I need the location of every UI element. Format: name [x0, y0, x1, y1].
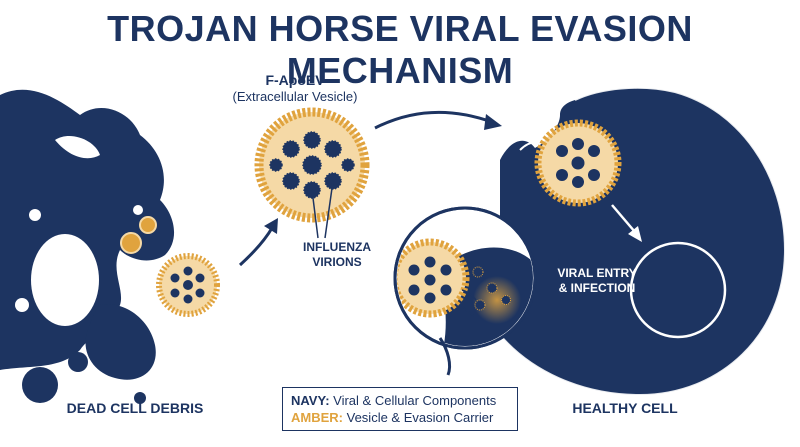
zoom-inset	[393, 206, 537, 376]
debris-vesicles	[120, 216, 157, 254]
engulfed-vesicle	[519, 119, 622, 207]
legend-navy-text: Viral & Cellular Components	[333, 393, 497, 408]
viral-entry-label-line-2: & INFECTION	[558, 281, 636, 295]
legend-amber-text: Vesicle & Evasion Carrier	[346, 410, 494, 425]
arrow-ev-to-cell	[374, 110, 502, 130]
healthy-cell-label: HEALTHY CELL	[572, 400, 678, 416]
page-title: TROJAN HORSE VIRAL EVASION MECHANISM	[107, 8, 693, 91]
arrow-debris-to-ev	[238, 218, 278, 267]
viral-entry-label-line-1: VIRAL ENTRY	[557, 266, 637, 280]
debris-holes	[15, 135, 143, 326]
legend-amber-key: AMBER:	[291, 410, 343, 425]
color-legend: NAVY: Viral & Cellular Components AMBER:…	[282, 387, 518, 431]
virions-label: INFLUENZA VIRIONS	[282, 240, 392, 270]
virions-label-line-2: VIRIONS	[312, 255, 362, 269]
vesicle-name-label: F-ApoEV	[265, 72, 325, 88]
legend-navy-key: NAVY:	[291, 393, 330, 408]
small-ev-vesicle	[156, 253, 220, 317]
cell-nucleus	[629, 241, 727, 339]
vesicle-description-label: (Extracellular Vesicle)	[232, 89, 358, 104]
f-apoev-vesicle	[254, 107, 370, 223]
viral-entry-label: VIRAL ENTRY & INFECTION	[537, 266, 657, 296]
legend-row-navy: NAVY: Viral & Cellular Components	[291, 392, 509, 409]
virions-label-line-1: INFLUENZA	[303, 240, 371, 254]
arrow-into-cell	[611, 204, 642, 242]
legend-row-amber: AMBER: Vesicle & Evasion Carrier	[291, 409, 509, 426]
virion-pointer-lines	[311, 180, 334, 239]
dead-cell-debris-label: DEAD CELL DEBRIS	[66, 400, 204, 416]
